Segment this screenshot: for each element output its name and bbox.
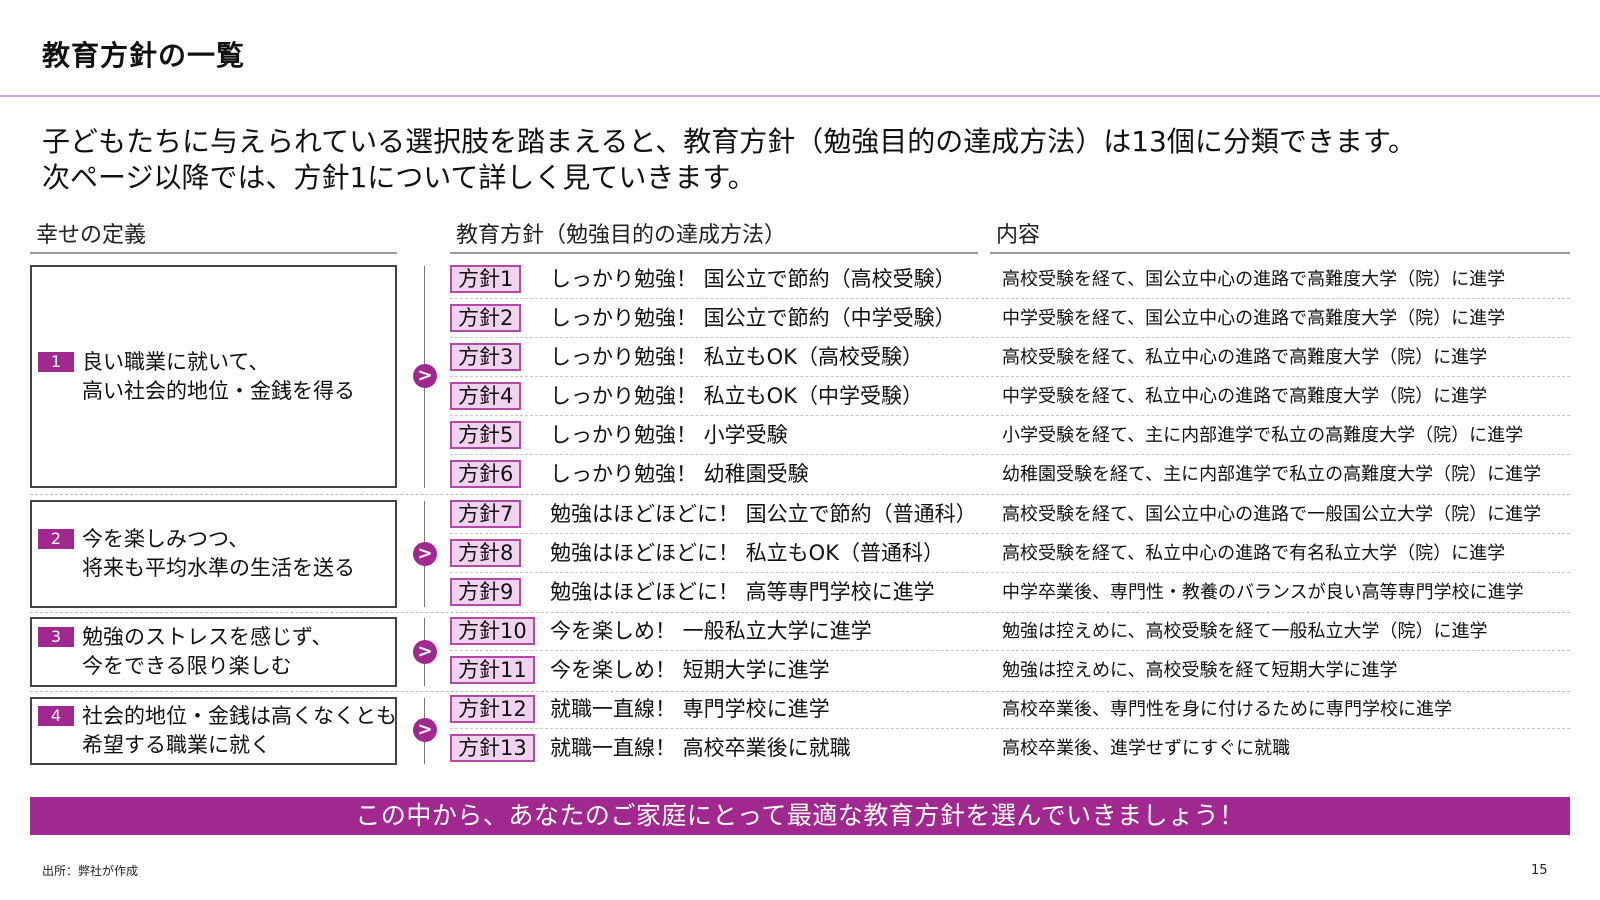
policy-name: 就職一直線！ 高校卒業後に就職 bbox=[550, 736, 851, 760]
policy-content: 高校受験を経て、私立中心の進路で高難度大学（院）に進学 bbox=[1002, 347, 1488, 368]
group-description: 今を楽しみつつ、 将来も平均水準の生活を送る bbox=[82, 525, 355, 583]
policy-tag: 方針1 bbox=[450, 265, 522, 293]
policy-row: 方針2 しっかり勉強！ 国公立で節約（中学受験） 中学受験を経て、国公立中心の進… bbox=[450, 299, 1570, 338]
policy-tag: 方針2 bbox=[450, 304, 522, 332]
row-divider bbox=[450, 454, 1570, 455]
group-line-2: 将来も平均水準の生活を送る bbox=[82, 556, 355, 580]
policy-name: しっかり勉強！ 私立もOK（中学受験） bbox=[550, 384, 923, 408]
policy-name: 勉強はほどほどに！ 高等専門学校に進学 bbox=[550, 580, 935, 604]
policy-row: 方針7 勉強はほどほどに！ 国公立で節約（普通科） 高校受験を経て、国公立中心の… bbox=[450, 495, 1570, 534]
group-description: 良い職業に就いて、 高い社会的地位・金銭を得る bbox=[82, 348, 355, 406]
row-divider bbox=[450, 376, 1570, 377]
group-line-1: 社会的地位・金銭は高くなくとも bbox=[82, 704, 397, 728]
call-to-action-banner: この中から、あなたのご家庭にとって最適な教育方針を選んでいきましょう！ bbox=[30, 797, 1570, 835]
group-divider bbox=[30, 612, 1570, 613]
chevron-right-icon: > bbox=[413, 640, 437, 664]
policy-tag: 方針3 bbox=[450, 343, 522, 371]
policy-row: 方針9 勉強はほどほどに！ 高等専門学校に進学 中学卒業後、専門性・教養のバラン… bbox=[450, 573, 1570, 612]
happiness-group-4: 4 社会的地位・金銭は高くなくとも 希望する職業に就く bbox=[30, 697, 397, 765]
group-description: 社会的地位・金銭は高くなくとも 希望する職業に就く bbox=[82, 702, 397, 760]
row-divider bbox=[450, 728, 1570, 729]
policy-row: 方針3 しっかり勉強！ 私立もOK（高校受験） 高校受験を経て、私立中心の進路で… bbox=[450, 338, 1570, 377]
policy-row: 方針6 しっかり勉強！ 幼稚園受験 幼稚園受験を経て、主に内部進学で私立の高難度… bbox=[450, 455, 1570, 494]
group-line-2: 希望する職業に就く bbox=[82, 733, 271, 757]
group-number-badge: 1 bbox=[38, 351, 74, 372]
source-note: 出所：弊社が作成 bbox=[42, 864, 139, 878]
column-header-happiness: 幸せの定義 bbox=[30, 222, 397, 254]
group-number-badge: 3 bbox=[38, 627, 74, 647]
page-title: 教育方針の一覧 bbox=[42, 39, 246, 72]
policy-tag: 方針12 bbox=[450, 695, 535, 723]
lead-line-2: 次ページ以降では、方針1について詳しく見ていきます。 bbox=[42, 161, 756, 194]
page-number: 15 bbox=[1531, 863, 1548, 878]
policy-tag: 方針7 bbox=[450, 500, 522, 528]
group-line-2: 高い社会的地位・金銭を得る bbox=[82, 378, 355, 403]
policy-name: しっかり勉強！ 私立もOK（高校受験） bbox=[550, 345, 923, 369]
title-divider bbox=[0, 95, 1600, 97]
row-divider bbox=[450, 337, 1570, 338]
policy-tag: 方針5 bbox=[450, 421, 522, 449]
policy-name: しっかり勉強！ 国公立で節約（中学受験） bbox=[550, 306, 956, 330]
row-divider bbox=[450, 650, 1570, 651]
policy-content: 高校卒業後、専門性を身に付けるために専門学校に進学 bbox=[1002, 699, 1452, 720]
group-number-badge: 4 bbox=[38, 706, 74, 726]
policy-tag: 方針11 bbox=[450, 656, 535, 684]
policy-tag: 方針6 bbox=[450, 460, 522, 488]
group-line-1: 勉強のストレスを感じず、 bbox=[82, 625, 333, 649]
row-divider bbox=[450, 572, 1570, 573]
policy-content: 勉強は控えめに、高校受験を経て一般私立大学（院）に進学 bbox=[1002, 621, 1488, 642]
lead-line-1: 子どもたちに与えられている選択肢を踏まえると、教育方針（勉強目的の達成方法）は1… bbox=[42, 125, 1417, 158]
group-divider bbox=[30, 691, 1570, 692]
policy-tag: 方針9 bbox=[450, 578, 522, 606]
policy-name: しっかり勉強！ 国公立で節約（高校受験） bbox=[550, 267, 956, 291]
policy-name: しっかり勉強！ 小学受験 bbox=[550, 423, 788, 447]
policy-name: しっかり勉強！ 幼稚園受験 bbox=[550, 462, 809, 486]
column-header-content: 内容 bbox=[990, 222, 1570, 254]
group-divider bbox=[30, 494, 1570, 495]
group-line-2: 今をできる限り楽しむ bbox=[82, 654, 292, 678]
policy-content: 小学受験を経て、主に内部進学で私立の高難度大学（院）に進学 bbox=[1002, 425, 1524, 446]
column-header-policy: 教育方針（勉強目的の達成方法） bbox=[450, 222, 978, 254]
lead-text: 子どもたちに与えられている選択肢を踏まえると、教育方針（勉強目的の達成方法）は1… bbox=[42, 124, 1582, 196]
group-line-1: 良い職業に就いて、 bbox=[82, 349, 270, 374]
happiness-group-1: 1 良い職業に就いて、 高い社会的地位・金銭を得る bbox=[30, 265, 397, 488]
policy-name: 今を楽しめ！ 一般私立大学に進学 bbox=[550, 619, 872, 643]
chevron-right-icon: > bbox=[413, 364, 437, 388]
happiness-group-3: 3 勉強のストレスを感じず、 今をできる限り楽しむ bbox=[30, 617, 397, 687]
group-number-badge: 2 bbox=[38, 529, 74, 549]
policy-row: 方針12 就職一直線！ 専門学校に進学 高校卒業後、専門性を身に付けるために専門… bbox=[450, 690, 1570, 729]
policy-row: 方針8 勉強はほどほどに！ 私立もOK（普通科） 高校受験を経て、私立中心の進路… bbox=[450, 534, 1570, 573]
policy-content: 高校受験を経て、私立中心の進路で有名私立大学（院）に進学 bbox=[1002, 543, 1506, 564]
policy-tag: 方針10 bbox=[450, 617, 535, 645]
policy-row: 方針13 就職一直線！ 高校卒業後に就職 高校卒業後、進学せずにすぐに就職 bbox=[450, 729, 1570, 768]
group-line-1: 今を楽しみつつ、 bbox=[82, 527, 250, 551]
policy-content: 高校受験を経て、国公立中心の進路で一般国公立大学（院）に進学 bbox=[1002, 504, 1542, 525]
policy-content: 高校受験を経て、国公立中心の進路で高難度大学（院）に進学 bbox=[1002, 269, 1506, 290]
policy-content: 中学受験を経て、私立中心の進路で高難度大学（院）に進学 bbox=[1002, 386, 1488, 407]
policy-row: 方針10 今を楽しめ！ 一般私立大学に進学 勉強は控えめに、高校受験を経て一般私… bbox=[450, 612, 1570, 651]
policy-content: 高校卒業後、進学せずにすぐに就職 bbox=[1002, 738, 1291, 759]
group-description: 勉強のストレスを感じず、 今をできる限り楽しむ bbox=[82, 623, 333, 681]
policy-content: 勉強は控えめに、高校受験を経て短期大学に進学 bbox=[1002, 660, 1398, 681]
policy-tag: 方針13 bbox=[450, 734, 535, 762]
policy-name: 勉強はほどほどに！ 国公立で節約（普通科） bbox=[550, 502, 977, 526]
row-divider bbox=[450, 533, 1570, 534]
policy-row: 方針11 今を楽しめ！ 短期大学に進学 勉強は控えめに、高校受験を経て短期大学に… bbox=[450, 651, 1570, 690]
policy-tag: 方針8 bbox=[450, 539, 522, 567]
policy-row: 方針5 しっかり勉強！ 小学受験 小学受験を経て、主に内部進学で私立の高難度大学… bbox=[450, 416, 1570, 455]
policy-content: 中学受験を経て、国公立中心の進路で高難度大学（院）に進学 bbox=[1002, 308, 1506, 329]
policy-name: 就職一直線！ 専門学校に進学 bbox=[550, 697, 830, 721]
chevron-right-icon: > bbox=[413, 542, 437, 566]
chevron-right-icon: > bbox=[413, 718, 437, 742]
policy-row: 方針4 しっかり勉強！ 私立もOK（中学受験） 中学受験を経て、私立中心の進路で… bbox=[450, 377, 1570, 416]
row-divider bbox=[450, 298, 1570, 299]
policy-row: 方針1 しっかり勉強！ 国公立で節約（高校受験） 高校受験を経て、国公立中心の進… bbox=[450, 260, 1570, 299]
policy-content: 幼稚園受験を経て、主に内部進学で私立の高難度大学（院）に進学 bbox=[1002, 464, 1542, 485]
happiness-group-2: 2 今を楽しみつつ、 将来も平均水準の生活を送る bbox=[30, 500, 397, 608]
policy-tag: 方針4 bbox=[450, 382, 522, 410]
policy-name: 勉強はほどほどに！ 私立もOK（普通科） bbox=[550, 541, 944, 565]
policy-content: 中学卒業後、専門性・教養のバランスが良い高等専門学校に進学 bbox=[1002, 582, 1524, 603]
policy-name: 今を楽しめ！ 短期大学に進学 bbox=[550, 658, 830, 682]
row-divider bbox=[450, 415, 1570, 416]
